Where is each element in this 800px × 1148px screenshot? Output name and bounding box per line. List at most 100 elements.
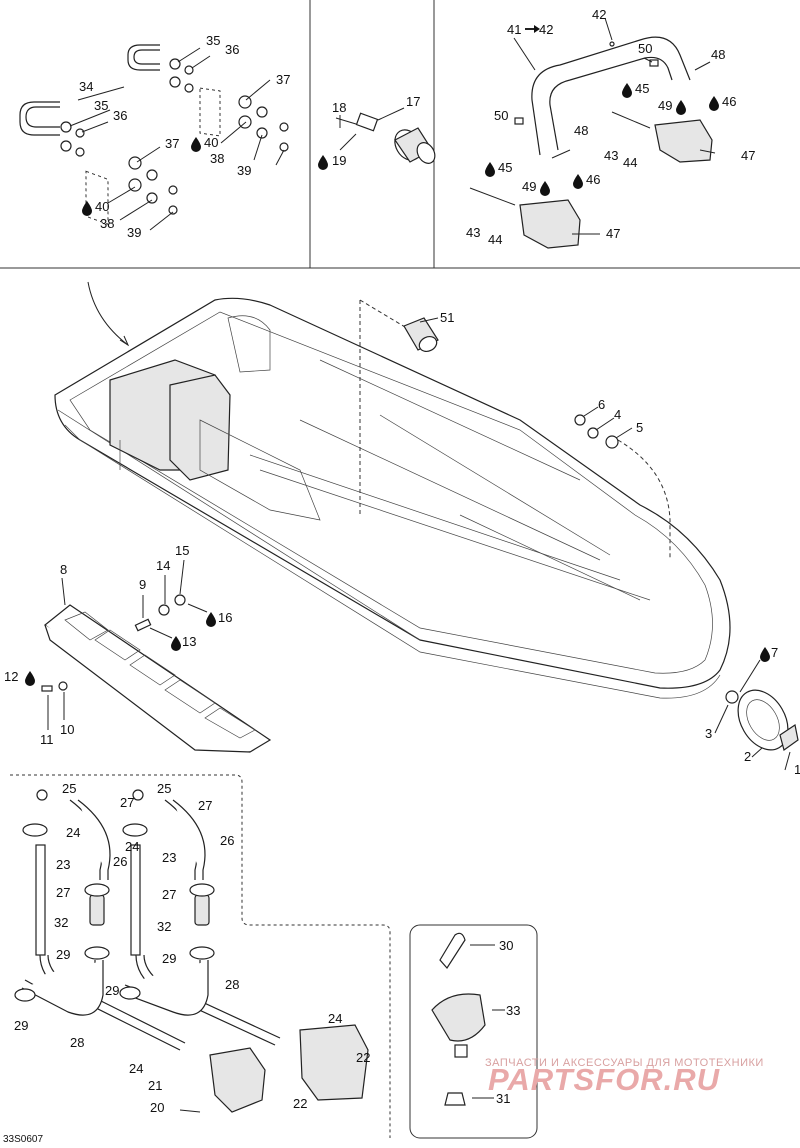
- callout-22b: 22: [293, 1096, 307, 1111]
- callout-15: 15: [175, 543, 189, 558]
- callout-24a: 24: [66, 825, 80, 840]
- callout-43b: 43: [466, 225, 480, 240]
- hull: [54, 297, 731, 699]
- callout-38a: 38: [210, 151, 224, 166]
- callout-27a: 27: [120, 795, 134, 810]
- callout-50b: 50: [494, 108, 508, 123]
- fastener-group-9-16: [134, 559, 208, 639]
- callout-27d: 27: [162, 887, 176, 902]
- footrest-step: [44, 577, 272, 753]
- callout-48a: 48: [711, 47, 725, 62]
- callout-48b: 48: [574, 123, 588, 138]
- callout-14: 14: [156, 558, 170, 573]
- callout-47a: 47: [741, 148, 755, 163]
- callout-25b: 25: [157, 781, 171, 796]
- callout-1: 1: [794, 762, 800, 777]
- grab-handle-assembly: [19, 44, 289, 231]
- callout-7: 7: [771, 645, 778, 660]
- callout-10: 10: [60, 722, 74, 737]
- callout-29a: 29: [56, 947, 70, 962]
- callout-28b: 28: [225, 977, 239, 992]
- watermark-tagline: ЗАПЧАСТИ И АКСЕССУАРЫ ДЛЯ МОТОТЕХНИКИ: [485, 1057, 764, 1069]
- callout-25a: 25: [62, 781, 76, 796]
- callout-36a: 36: [225, 42, 239, 57]
- callout-2: 2: [744, 749, 751, 764]
- callout-43a: 43: [604, 148, 618, 163]
- callout-44a: 44: [623, 155, 637, 170]
- callout-46b: 46: [586, 172, 600, 187]
- callout-35b: 35: [94, 98, 108, 113]
- callout-24d: 24: [129, 1061, 143, 1076]
- callout-27b: 27: [198, 798, 212, 813]
- callout-29d: 29: [14, 1018, 28, 1033]
- callout-31: 31: [496, 1091, 510, 1106]
- washer-stack-lower: [60, 121, 178, 215]
- fuel-hose-system: [14, 789, 369, 1113]
- callout-41: 41: [507, 22, 521, 37]
- callout-29b: 29: [162, 951, 176, 966]
- washer-group-456: [574, 406, 633, 449]
- clip-parts: [431, 932, 505, 1106]
- callout-47b: 47: [606, 226, 620, 241]
- watermark-logo: PARTSFOR.RU: [488, 1062, 721, 1097]
- callout-29c: 29: [105, 983, 119, 998]
- callout-46a: 46: [722, 94, 736, 109]
- callout-8: 8: [60, 562, 67, 577]
- callout-26a: 26: [113, 854, 127, 869]
- callout-17: 17: [406, 94, 420, 109]
- clip-panel-frame: [409, 924, 538, 1139]
- callout-42b: 42: [592, 7, 606, 22]
- callout-32a: 32: [54, 915, 68, 930]
- top-frames: [0, 0, 800, 269]
- bow-eye-assembly: [714, 659, 799, 771]
- callout-23b: 23: [162, 850, 176, 865]
- callout-51: 51: [440, 310, 454, 325]
- callout-44b: 44: [488, 232, 502, 247]
- callout-12: 12: [4, 669, 18, 684]
- callout-49a: 49: [658, 98, 672, 113]
- callout-21: 21: [148, 1078, 162, 1093]
- callout-28a: 28: [70, 1035, 84, 1050]
- callout-6: 6: [598, 397, 605, 412]
- callout-45b: 45: [498, 160, 512, 175]
- hose-panel-frame: [10, 774, 391, 1138]
- drawing-code: 33S0607: [3, 1134, 44, 1145]
- callout-39b: 39: [127, 225, 141, 240]
- callout-4: 4: [614, 407, 621, 422]
- callout-24c: 24: [328, 1011, 342, 1026]
- rear-grab-handle-assembly: [469, 17, 716, 249]
- oil-drop-icon: [25, 83, 770, 686]
- callout-40b: 40: [95, 199, 109, 214]
- callout-9: 9: [139, 577, 146, 592]
- callout-27c: 27: [56, 885, 70, 900]
- callout-37b: 37: [165, 136, 179, 151]
- drain-plug-assembly: [335, 107, 436, 164]
- callout-30: 30: [499, 938, 513, 953]
- callout-49b: 49: [522, 179, 536, 194]
- callout-18: 18: [332, 100, 346, 115]
- callout-23a: 23: [56, 857, 70, 872]
- callout-3: 3: [705, 726, 712, 741]
- callout-16: 16: [218, 610, 232, 625]
- reference-arrow: [87, 281, 129, 346]
- callout-36b: 36: [113, 108, 127, 123]
- callout-13: 13: [182, 634, 196, 649]
- callout-38b: 38: [100, 216, 114, 231]
- callout-39a: 39: [237, 163, 251, 178]
- callout-33: 33: [506, 1003, 520, 1018]
- callout-37a: 37: [276, 72, 290, 87]
- callout-20: 20: [150, 1100, 164, 1115]
- callout-24b: 24: [125, 839, 139, 854]
- callout-19: 19: [332, 153, 346, 168]
- callout-50a: 50: [638, 41, 652, 56]
- callout-22a: 22: [356, 1050, 370, 1065]
- callout-26b: 26: [220, 833, 234, 848]
- arrow-right-icon: [525, 25, 540, 33]
- callout-5: 5: [636, 420, 643, 435]
- callouts: 1 2 3 4 5 6 7 8 9 10 11 12 13 14 15 16 1…: [4, 7, 800, 1115]
- washer-stack-upper: [169, 58, 289, 152]
- bung-plug: [403, 317, 439, 352]
- callout-11: 11: [40, 732, 54, 747]
